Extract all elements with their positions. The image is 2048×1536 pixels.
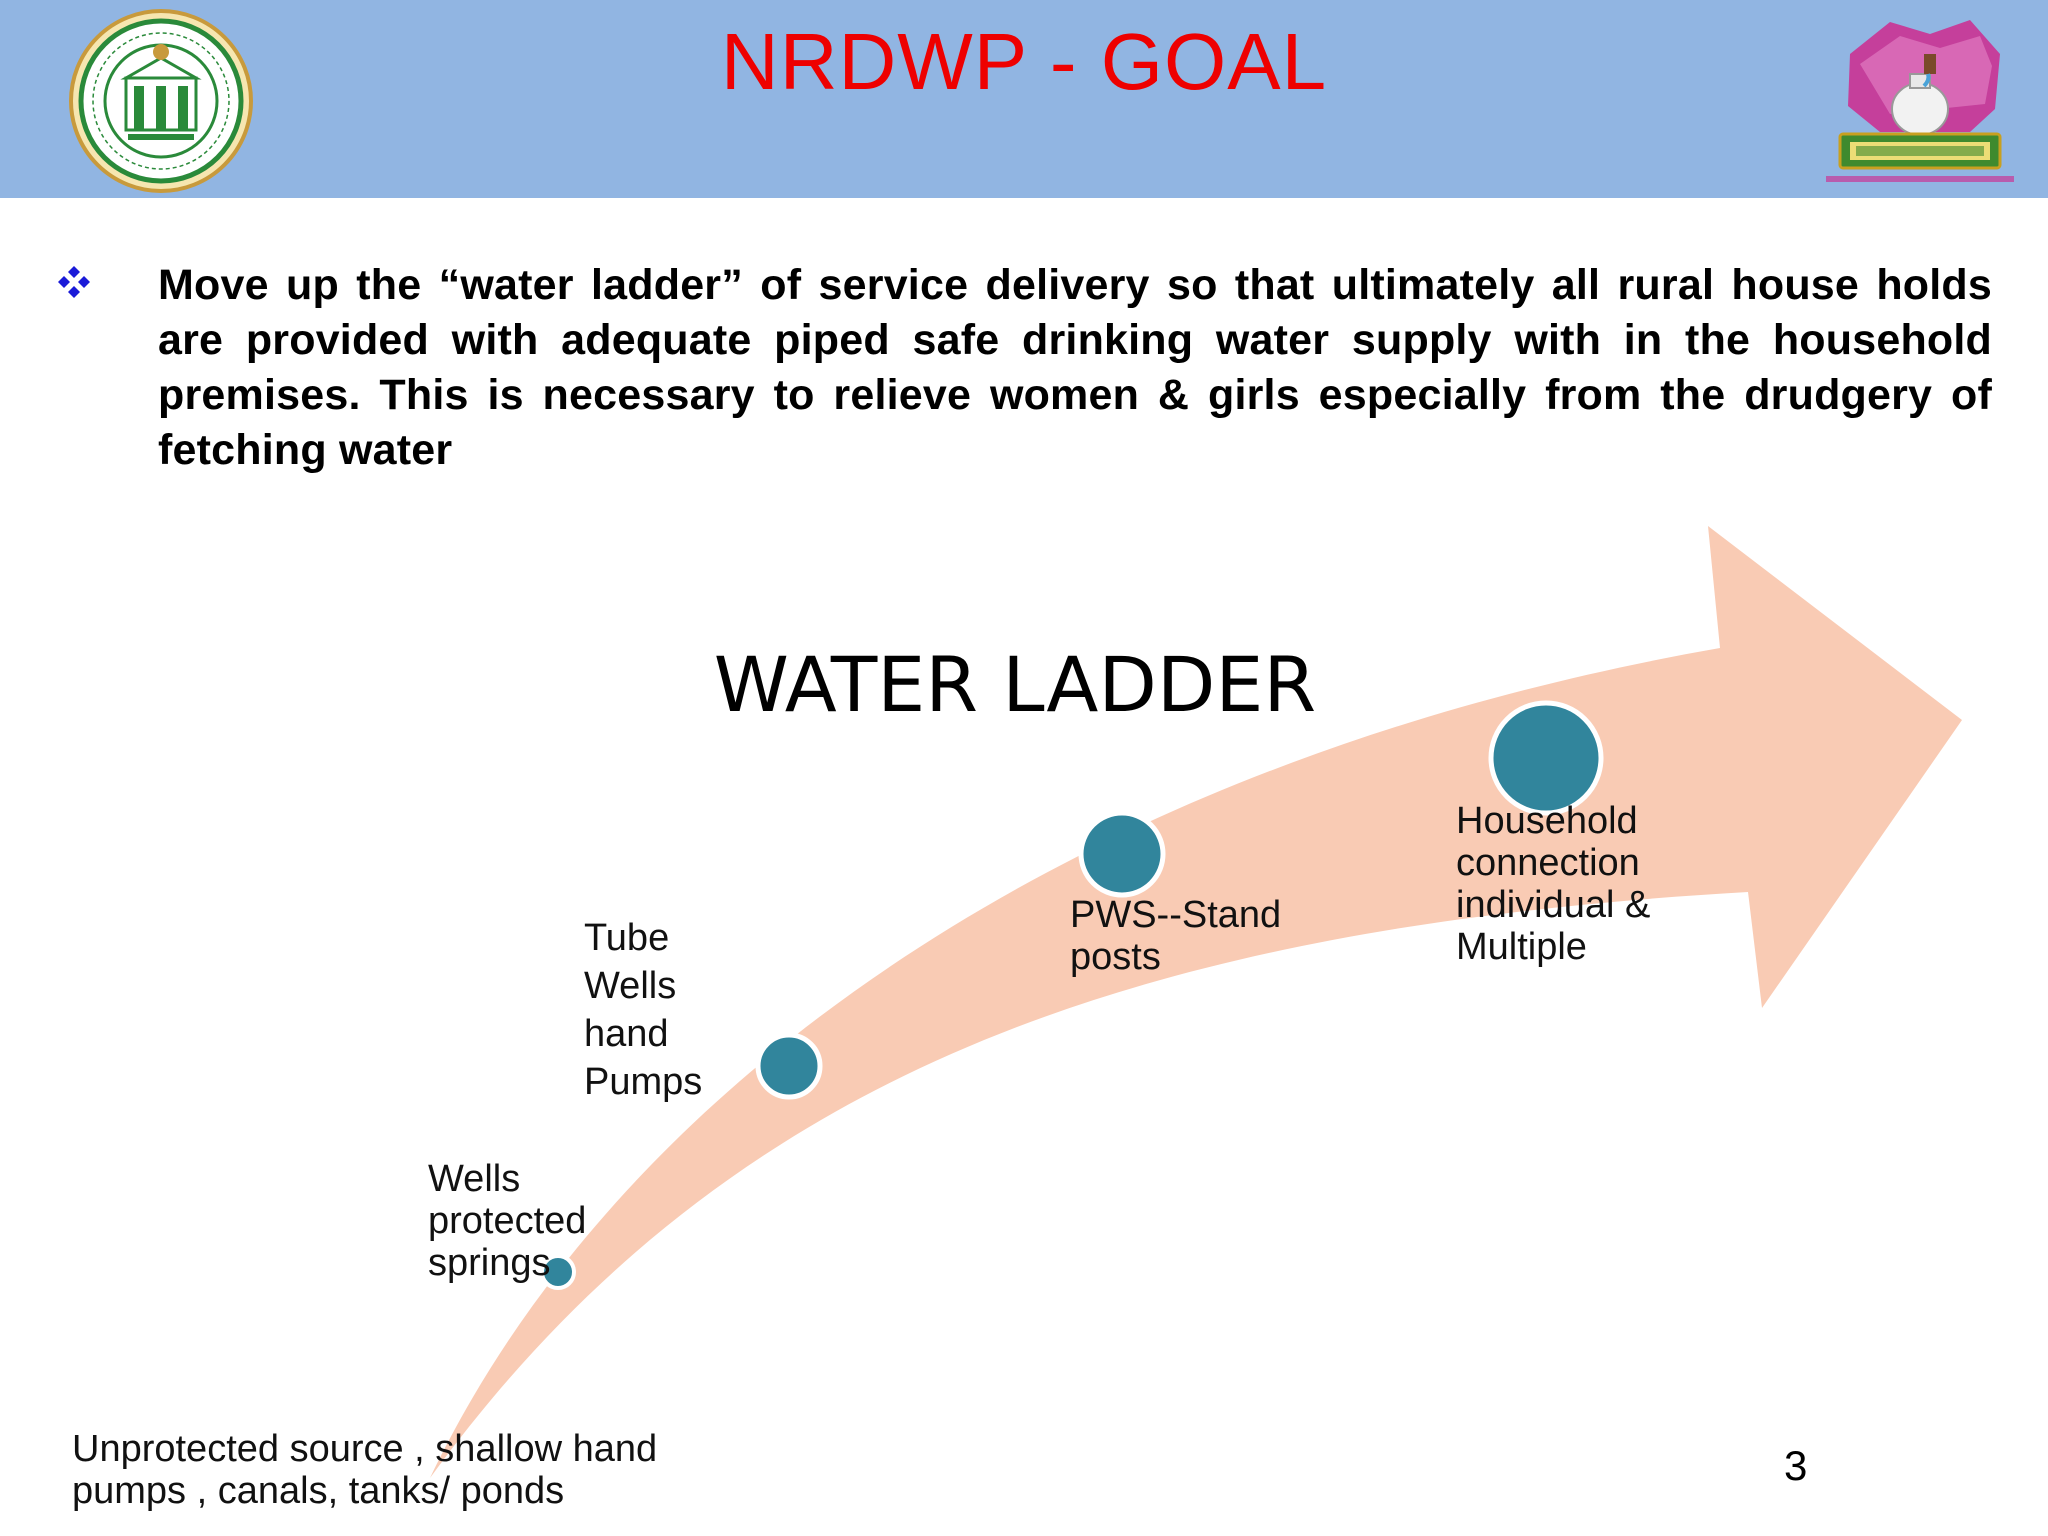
step-node-stand-posts <box>1078 810 1166 898</box>
step-label-unprotected: Unprotected source , shallow hand pumps … <box>72 1428 658 1512</box>
mission-bhagiratha-logo <box>1826 20 2014 182</box>
header-band: NRDWP - GOAL <box>0 0 2048 198</box>
page-number: 3 <box>1784 1442 1808 1489</box>
page-title: NRDWP - GOAL <box>720 17 1328 106</box>
step-label-wells: Wells protected springs <box>428 1158 587 1284</box>
goal-text: Move up the “water ladder” of service de… <box>158 261 1992 474</box>
step-node-tube-wells <box>755 1032 823 1100</box>
step-label-household: Household connection individual & Multip… <box>1456 800 1651 968</box>
step-label-stand-posts: PWS--Stand posts <box>1070 894 1282 978</box>
step-label-tube-wells: Tube Wells hand Pumps <box>584 917 703 1103</box>
government-seal-logo <box>69 9 253 193</box>
step-node-wells <box>540 1254 576 1290</box>
diagram-title: WATER LADDER <box>713 640 1317 729</box>
step-node-household <box>1488 700 1604 816</box>
diamond-bullet-icon <box>58 266 90 298</box>
